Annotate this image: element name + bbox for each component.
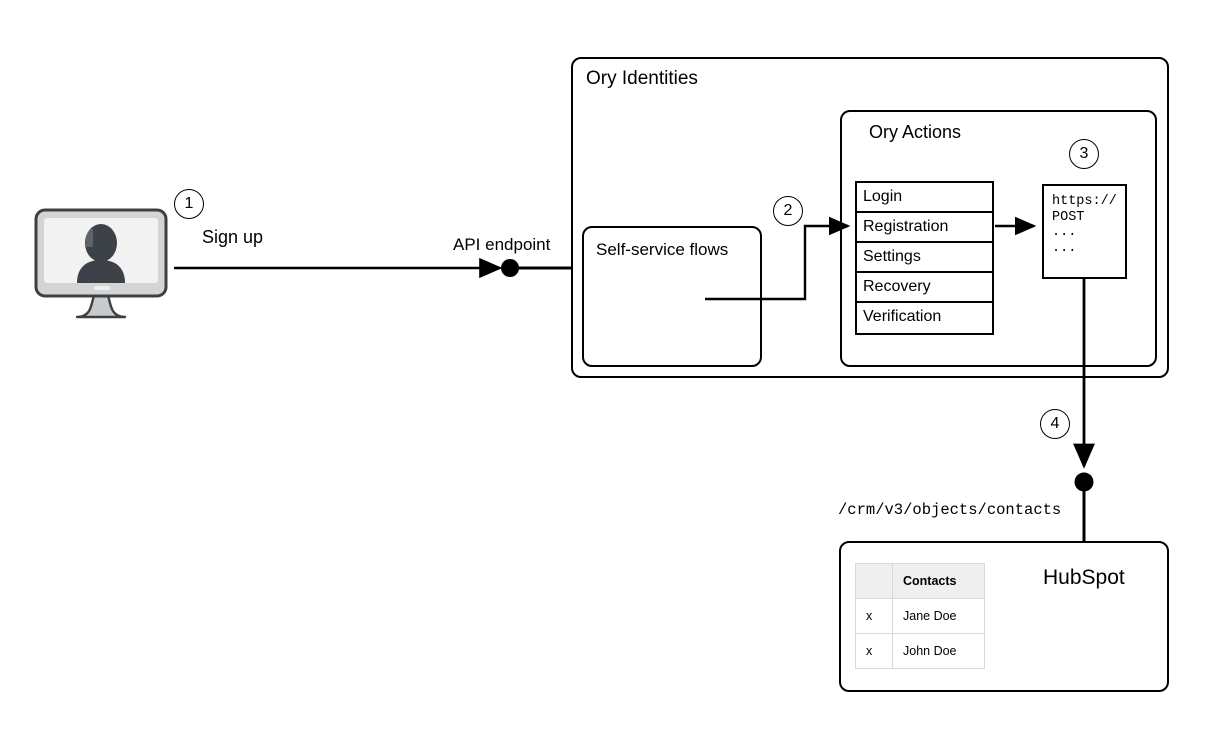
contacts-row-2-name: John Doe — [892, 633, 985, 669]
hubspot-box — [839, 541, 1169, 692]
table-row[interactable]: x Jane Doe — [855, 598, 985, 634]
contacts-row-1-marker: x — [855, 598, 893, 634]
contacts-row-1-name: Jane Doe — [892, 598, 985, 634]
contacts-table-header-row: Contacts — [855, 563, 985, 599]
step-badge-4-label: 4 — [1050, 415, 1060, 432]
step-badge-2: 2 — [773, 196, 803, 226]
ory-actions-title: Ory Actions — [869, 122, 962, 142]
label-crm-path: /crm/v3/objects/contacts — [838, 501, 1062, 519]
step-badge-3-label: 3 — [1079, 145, 1089, 162]
ory-identities-container — [571, 57, 1169, 378]
step-badge-3: 3 — [1069, 139, 1099, 169]
hubspot-title: HubSpot — [1043, 566, 1125, 589]
flow-item-login[interactable]: Login — [857, 183, 992, 213]
ory-actions-box — [840, 110, 1157, 367]
step-badge-2-label: 2 — [783, 202, 793, 219]
contacts-header-blank — [855, 563, 893, 599]
edge-selfservice-to-registration — [705, 216, 851, 301]
self-service-flows-title: Self-service flows — [596, 240, 729, 259]
label-sign-up: Sign up — [202, 227, 264, 247]
flow-item-settings[interactable]: Settings — [857, 243, 992, 273]
contacts-header-contacts: Contacts — [892, 563, 985, 599]
ory-identities-title: Ory Identities — [586, 68, 698, 89]
label-api-endpoint: API endpoint — [453, 235, 551, 254]
ory-actions-flow-list: Login Registration Settings Recovery Ver… — [855, 181, 994, 335]
client-monitor — [33, 207, 169, 325]
table-row[interactable]: x John Doe — [855, 633, 985, 669]
flow-item-recovery[interactable]: Recovery — [857, 273, 992, 303]
contacts-row-2-marker: x — [855, 633, 893, 669]
monitor-user-icon — [34, 208, 168, 319]
flow-item-registration[interactable]: Registration — [857, 213, 992, 243]
contacts-table: Contacts x Jane Doe x John Doe — [855, 563, 985, 669]
step-badge-4: 4 — [1040, 409, 1070, 439]
webhook-line-3: ... — [1052, 225, 1077, 240]
webhook-line-1: https:// — [1052, 194, 1117, 209]
webhook-code-box: https:// POST ... ... — [1042, 184, 1127, 279]
flow-item-verification[interactable]: Verification — [857, 303, 992, 333]
step-badge-1-label: 1 — [184, 195, 194, 212]
webhook-line-4: ... — [1052, 240, 1077, 256]
webhook-line-2: POST — [1052, 209, 1085, 225]
step-badge-1: 1 — [174, 189, 204, 219]
self-service-flows-box — [582, 226, 762, 367]
